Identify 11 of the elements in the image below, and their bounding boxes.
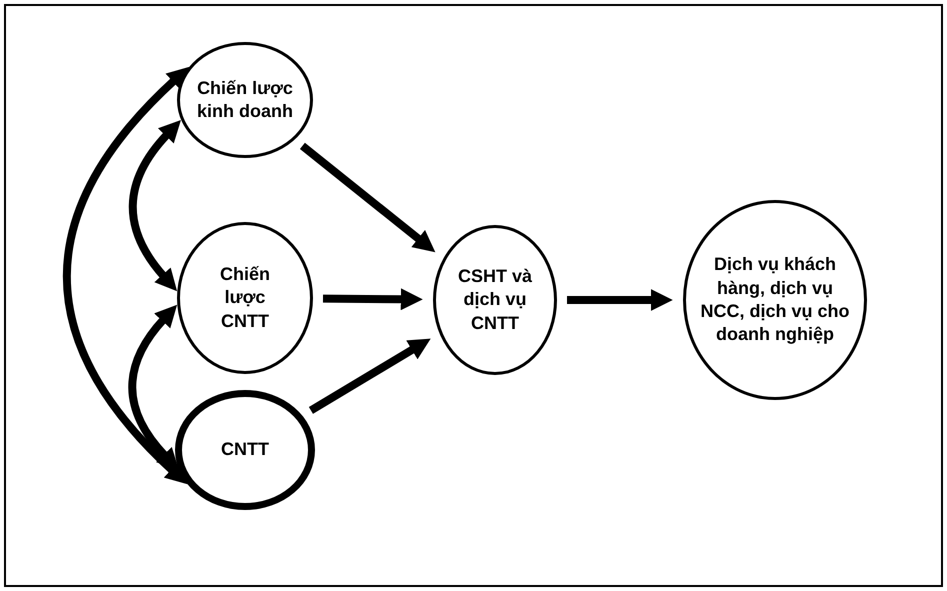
node-label: CSHT và dịch vụ CNTT: [456, 264, 534, 335]
node-label: CNTT: [221, 438, 269, 462]
node-label: Dịch vụ khách hàng, dịch vụ NCC, dịch vụ cho doanh nghiệp: [700, 253, 850, 346]
node-label: Chiến lược CNTT: [218, 262, 271, 333]
arrow: [322, 288, 423, 310]
arrow: [300, 142, 436, 252]
curved-double-arrow: [128, 119, 180, 292]
arrow: [567, 289, 673, 311]
arrow: [308, 338, 431, 414]
curved-double-arrow: [63, 66, 189, 485]
node-label: Chiến lược kinh doanh: [196, 76, 294, 123]
